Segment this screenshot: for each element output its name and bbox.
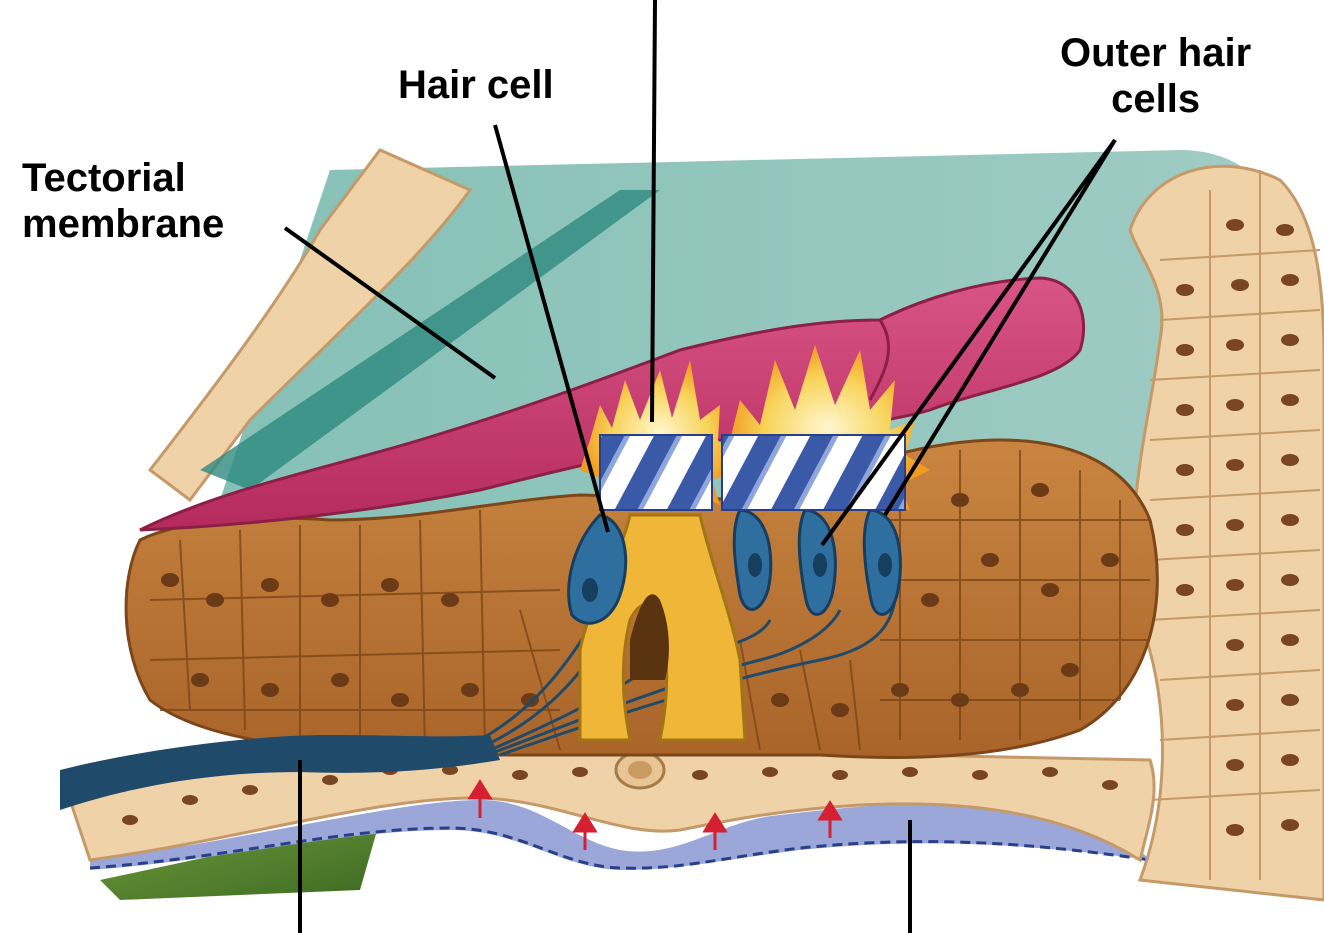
- hair-cell-label: Hair cell: [398, 62, 554, 108]
- hair-cell-label-text: Hair cell: [398, 62, 554, 108]
- stereocilia-inner: [600, 435, 712, 510]
- tectorial-membrane-label-line1: Tectorial: [22, 155, 224, 201]
- outer-hair-cells-label-line1: Outer hair: [1060, 30, 1251, 76]
- tectorial-membrane-label-line2: membrane: [22, 201, 224, 247]
- tectorial-membrane-label: Tectorial membrane: [22, 155, 224, 247]
- outer-hair-cells-label: Outer hair cells: [1060, 30, 1251, 122]
- stereocilia-outer: [722, 435, 905, 510]
- outer-hair-cells-label-line2: cells: [1060, 76, 1251, 122]
